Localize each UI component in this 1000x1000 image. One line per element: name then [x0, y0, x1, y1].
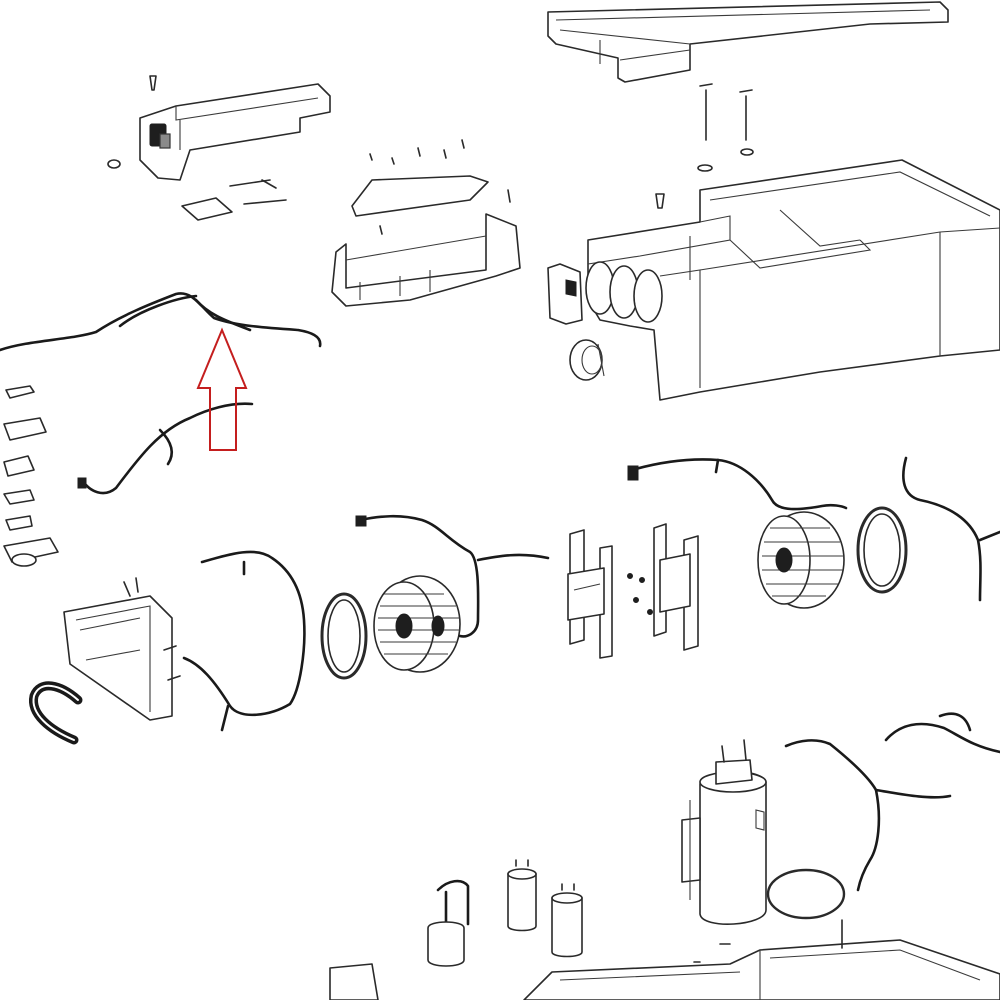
blower-wheel-left: [373, 575, 461, 673]
blower-wheel-right: [757, 511, 845, 609]
wire-harness-upper-left: [0, 292, 322, 352]
terminal-parts-column: [3, 385, 59, 567]
top-cover-panel: [547, 1, 949, 83]
clamp-ring: [766, 868, 846, 920]
base-pan: [329, 919, 1000, 1000]
hose-loop: [29, 681, 83, 745]
wire-harness-right-edge: [902, 456, 1000, 602]
control-box-housing: [107, 75, 331, 181]
control-bracket: [331, 139, 521, 307]
mounting-plate-left: [567, 529, 613, 659]
main-chassis-shroud: [547, 159, 1000, 401]
motor-wire-left: [355, 514, 550, 638]
callout-arrow: [196, 327, 248, 451]
control-board-housing: [63, 577, 181, 721]
motor-wire-right: [627, 458, 848, 511]
drain-fitting: [569, 339, 605, 381]
mounting-plate-right: [627, 523, 699, 651]
blower-ring-right: [856, 506, 908, 594]
chassis-ports: [585, 261, 663, 323]
wire-harness-sensor: [77, 402, 254, 495]
blower-ring-left: [320, 592, 368, 680]
capacitor-bracket: [427, 879, 470, 967]
wire-harness-center-left: [182, 550, 306, 732]
compressor: [681, 739, 767, 925]
capacitor: [507, 859, 583, 958]
wire-harness-lower-right: [784, 712, 1000, 892]
panel-screws: [655, 83, 754, 209]
small-bracket-parts: [181, 179, 287, 221]
